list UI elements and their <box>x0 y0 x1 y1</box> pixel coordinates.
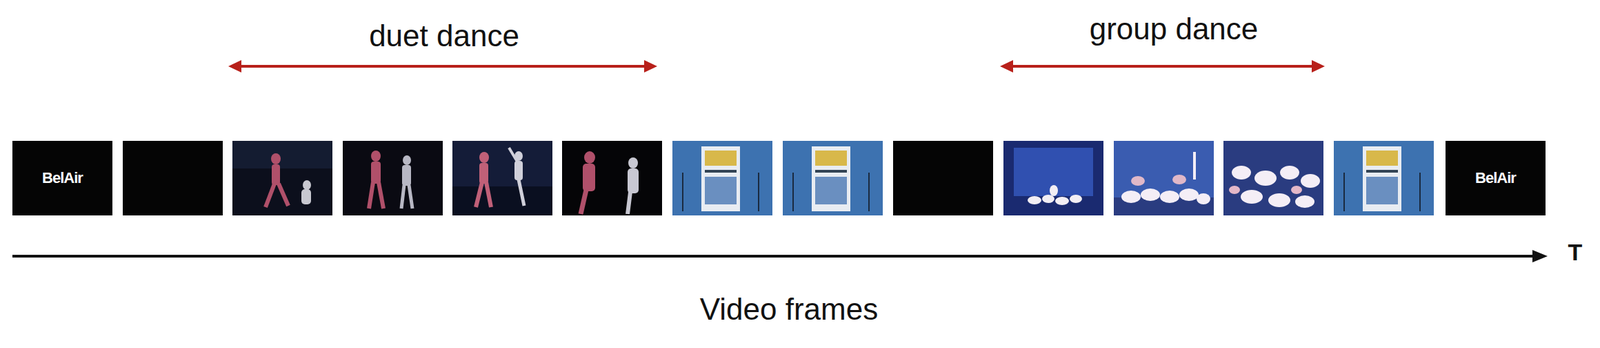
range-arrow <box>228 60 1325 73</box>
video-frames <box>122 140 1434 216</box>
range-label: group dance <box>1089 12 1259 46</box>
range-label: duet dance <box>368 19 520 53</box>
time-axis <box>12 249 1548 263</box>
title-frame: BelAir <box>12 140 113 216</box>
axis-title: Video frames <box>700 292 878 326</box>
axis-label: T <box>1568 239 1583 265</box>
title-frame: BelAir <box>1445 140 1546 216</box>
logo-text: BelAir <box>1475 168 1516 187</box>
logo-text: BelAir <box>42 168 83 187</box>
